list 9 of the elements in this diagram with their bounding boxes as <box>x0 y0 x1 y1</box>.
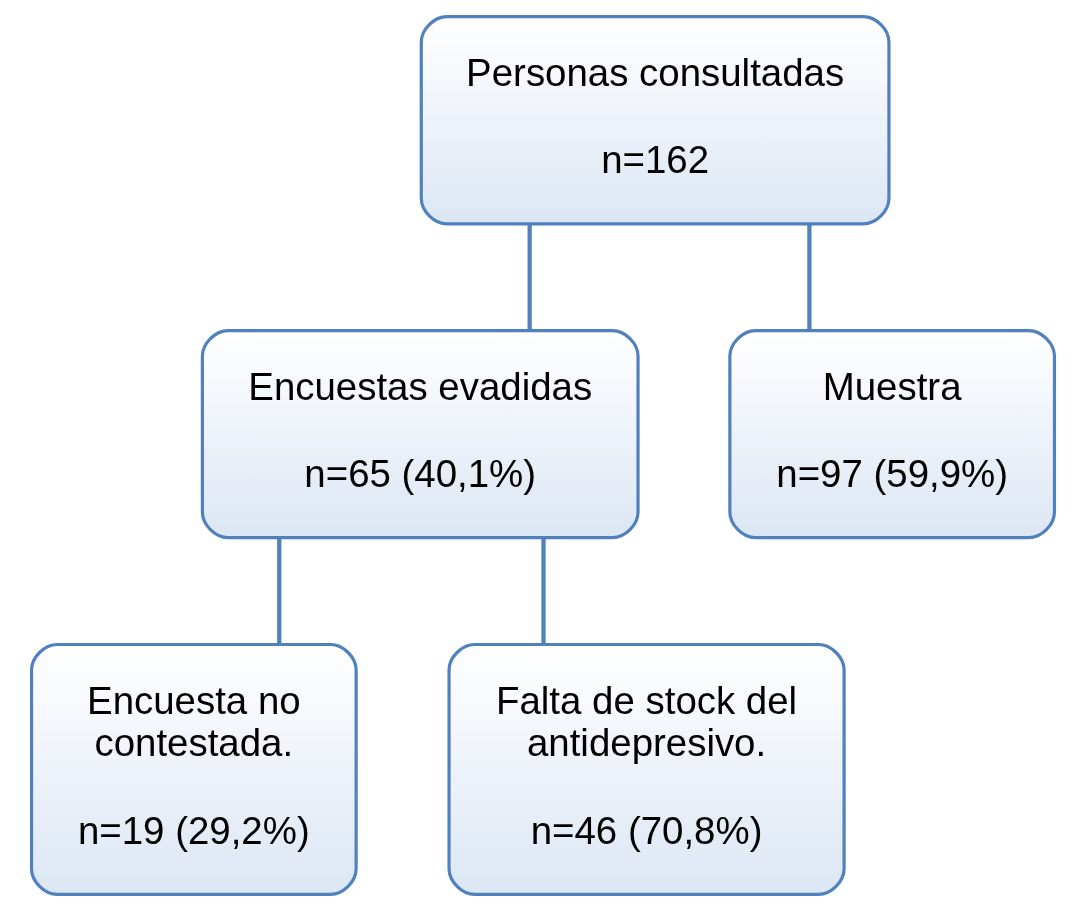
connector <box>527 223 532 331</box>
connector <box>276 538 281 644</box>
node-box: Muestra n=97 (59,9%) <box>727 328 1056 540</box>
node-box: Personas consultadas n=162 <box>419 15 891 226</box>
node-box: Falta de stock del antidepresivo. n=46 (70,8%) <box>446 642 846 896</box>
node-box: Encuesta no contestada. n=19 (29,2%) <box>29 642 358 896</box>
node-box: Encuestas evadidas n=65 (40,1%) <box>200 328 640 540</box>
connector <box>806 223 812 331</box>
connector <box>540 538 546 644</box>
